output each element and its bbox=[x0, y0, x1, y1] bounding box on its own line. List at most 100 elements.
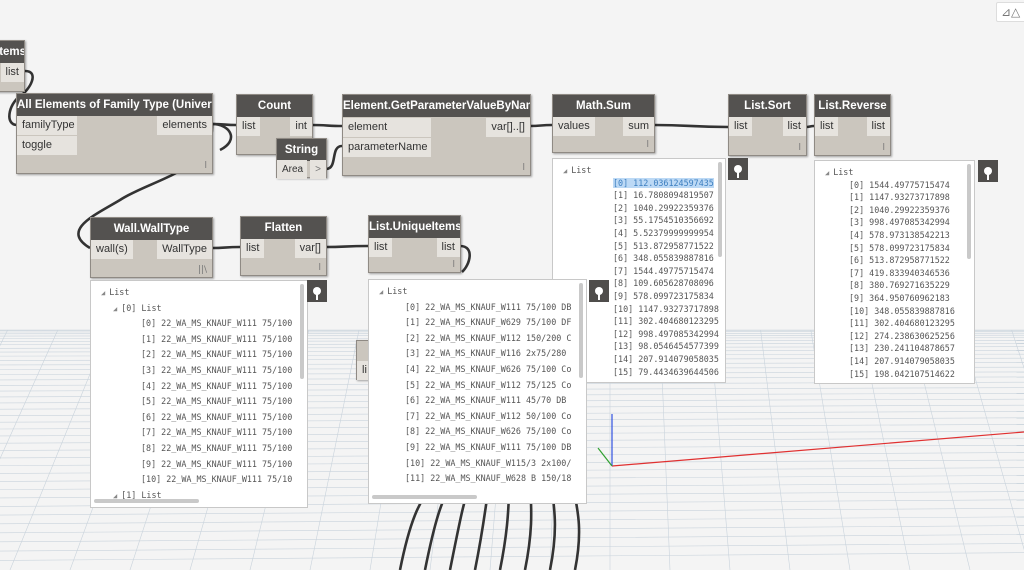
output-port-int[interactable]: int bbox=[290, 117, 312, 136]
output-port-var[interactable]: var[] bbox=[294, 239, 326, 258]
list-item[interactable]: [10] 348.055839887816 bbox=[849, 305, 955, 316]
output-port-list[interactable]: list bbox=[436, 238, 460, 257]
vertical-scrollbar[interactable] bbox=[300, 284, 304, 379]
node-list-sort[interactable]: List.Sort list list l bbox=[728, 94, 807, 156]
list-item[interactable]: [5] 513.872958771522 bbox=[613, 240, 714, 251]
output-port[interactable]: > bbox=[310, 160, 326, 179]
node-get-parameter-value-by-name[interactable]: Element.GetParameterValueByName element … bbox=[342, 94, 531, 176]
tree-sublist[interactable]: ◢[0] List bbox=[113, 302, 162, 313]
tree-root[interactable]: ◢List bbox=[101, 287, 130, 297]
list-item[interactable]: [14] 207.914079058035 bbox=[849, 356, 955, 366]
list-item[interactable]: [9] 22_WA_MS_KNAUF_W111 75/100 bbox=[141, 458, 293, 469]
list-item[interactable]: [11] 22_WA_MS_KNAUF_W628 B 150/18 bbox=[405, 473, 572, 484]
list-item[interactable]: [0] 22_WA_MS_KNAUF_W111 75/100 DB bbox=[405, 301, 572, 312]
watch-panel-unique-items[interactable]: ◢List [0] 22_WA_MS_KNAUF_W111 75/100 DB [1… bbox=[368, 279, 587, 504]
list-item[interactable]: [4] 5.52379999999954 bbox=[613, 228, 714, 238]
list-item[interactable]: [11] 302.404680123295 bbox=[849, 318, 955, 329]
tree-root[interactable]: ◢List bbox=[563, 165, 592, 175]
output-port-var[interactable]: var[]..[] bbox=[486, 118, 530, 137]
list-item[interactable]: [12] 274.238630625256 bbox=[849, 330, 955, 341]
list-item[interactable]: [13] 98.0546454577399 bbox=[613, 341, 719, 352]
node-wall-walltype[interactable]: Wall.WallType wall(s) WallType ||\ bbox=[90, 217, 213, 278]
input-port-values[interactable]: values bbox=[553, 117, 595, 136]
input-port-parametername[interactable]: parameterName bbox=[343, 138, 431, 157]
list-item[interactable]: [10] 22_WA_MS_KNAUF_W111 75/10 bbox=[141, 474, 293, 485]
list-item[interactable]: [3] 55.1754510356692 bbox=[613, 215, 714, 226]
vertical-scrollbar[interactable] bbox=[579, 283, 583, 378]
list-item[interactable]: [6] 513.872958771522 bbox=[849, 255, 950, 266]
list-item[interactable]: [3] 998.497085342994 bbox=[849, 217, 950, 228]
list-item[interactable]: [7] 419.833940346536 bbox=[849, 267, 950, 278]
list-item[interactable]: [0] 112.036124597435 bbox=[613, 177, 714, 188]
input-port-list[interactable]: list bbox=[369, 238, 393, 257]
list-item[interactable]: [8] 380.769271635229 bbox=[849, 280, 950, 291]
watch-panel-walltype[interactable]: ◢List ◢[0] List [0] 22_WA_MS_KNAUF_W111 75… bbox=[90, 280, 308, 508]
list-item[interactable]: [0] 1544.49775715474 bbox=[849, 179, 950, 190]
horizontal-scrollbar[interactable] bbox=[372, 495, 477, 499]
list-item[interactable]: [6] 22_WA_MS_KNAUF_W111 75/100 bbox=[141, 411, 293, 422]
list-item[interactable]: [5] 22_WA_MS_KNAUF_W111 75/100 bbox=[141, 396, 293, 407]
list-item[interactable]: [14] 207.914079058035 bbox=[613, 354, 719, 364]
list-item[interactable]: [3] 22_WA_MS_KNAUF_W111 75/100 bbox=[141, 365, 293, 375]
input-port-element[interactable]: element bbox=[343, 118, 431, 137]
list-item[interactable]: [5] 22_WA_MS_KNAUF_W112 75/125 Co bbox=[405, 379, 572, 390]
list-item[interactable]: [7] 1544.49775715474 bbox=[613, 265, 714, 276]
node-list-items-partial[interactable]: Items list bbox=[0, 40, 25, 92]
list-item[interactable]: [9] 364.950760962183 bbox=[849, 293, 950, 303]
list-item[interactable]: [7] 22_WA_MS_KNAUF_W111 75/100 bbox=[141, 427, 293, 438]
list-item[interactable]: [8] 109.605628708096 bbox=[613, 278, 714, 289]
input-port-familytype[interactable]: familyType bbox=[17, 116, 77, 135]
list-item[interactable]: [4] 578.973138542213 bbox=[849, 230, 950, 240]
node-flatten[interactable]: Flatten list var[] l bbox=[240, 216, 327, 276]
output-port-list[interactable]: list bbox=[866, 117, 890, 136]
list-item[interactable]: [0] 22_WA_MS_KNAUF_W111 75/100 bbox=[141, 318, 293, 329]
node-all-elements-of-family-type[interactable]: All Elements of Family Type (Universal) … bbox=[16, 93, 213, 174]
horizontal-scrollbar[interactable] bbox=[94, 499, 199, 503]
input-port-walls[interactable]: wall(s) bbox=[91, 240, 133, 259]
list-item[interactable]: [3] 22_WA_MS_KNAUF_W116 2x75/280 bbox=[405, 348, 567, 359]
watch-panel-list-reverse[interactable]: ◢List [0] 1544.49775715474 [1] 1147.932737… bbox=[814, 160, 975, 384]
list-item[interactable]: [4] 22_WA_MS_KNAUF_W626 75/100 Co bbox=[405, 364, 572, 374]
output-port-sum[interactable]: sum bbox=[623, 117, 654, 136]
tree-next-sublist[interactable]: ◢[1] List bbox=[113, 489, 162, 500]
tree-root[interactable]: ◢List bbox=[825, 167, 854, 177]
node-count[interactable]: Count list int bbox=[236, 94, 313, 155]
list-item[interactable]: [4] 22_WA_MS_KNAUF_W111 75/100 bbox=[141, 380, 293, 391]
list-item[interactable]: [10] 22_WA_MS_KNAUF_W115/3 2x100/ bbox=[405, 457, 572, 468]
pin-button-list-reverse[interactable] bbox=[978, 160, 998, 182]
list-item[interactable]: [6] 22_WA_MS_KNAUF_W111 45/70 DB bbox=[405, 395, 567, 406]
vertical-scrollbar[interactable] bbox=[967, 164, 971, 259]
list-item[interactable]: [1] 22_WA_MS_KNAUF_W629 75/100 DF bbox=[405, 317, 572, 328]
string-value-field[interactable]: Area bbox=[277, 160, 307, 179]
list-item[interactable]: [9] 22_WA_MS_KNAUF_W111 75/100 DB bbox=[405, 442, 572, 452]
output-port-list[interactable]: list bbox=[782, 117, 806, 136]
pin-button-unique-items[interactable] bbox=[589, 280, 609, 302]
output-port-walltype[interactable]: WallType bbox=[157, 240, 212, 259]
list-item[interactable]: [12] 998.497085342994 bbox=[613, 328, 719, 339]
list-item[interactable]: [2] 22_WA_MS_KNAUF_W111 75/100 bbox=[141, 349, 293, 360]
view-toggle-button[interactable]: ⊿△ bbox=[996, 2, 1024, 22]
list-item[interactable]: [15] 79.4434639644506 bbox=[613, 366, 719, 377]
list-item[interactable]: [8] 22_WA_MS_KNAUF_W111 75/100 bbox=[141, 443, 293, 453]
input-port-list[interactable]: list bbox=[815, 117, 839, 136]
node-math-sum[interactable]: Math.Sum values sum l bbox=[552, 94, 655, 153]
node-list-unique-items[interactable]: List.UniqueItems list list l bbox=[368, 215, 461, 273]
input-port-list[interactable]: list bbox=[241, 239, 265, 258]
pin-button-walltype[interactable] bbox=[307, 280, 327, 302]
list-item[interactable]: [1] 1147.93273717898 bbox=[849, 192, 950, 203]
input-port-list[interactable]: list bbox=[729, 117, 753, 136]
input-port-list[interactable]: list bbox=[237, 117, 261, 136]
list-item[interactable]: [7] 22_WA_MS_KNAUF_W112 50/100 Co bbox=[405, 410, 572, 421]
input-port-toggle[interactable]: toggle bbox=[17, 136, 77, 155]
list-item[interactable]: [2] 1040.29922359376 bbox=[613, 202, 714, 213]
pin-button-math-sum[interactable] bbox=[728, 158, 748, 180]
list-item[interactable]: [6] 348.055839887816 bbox=[613, 253, 714, 264]
list-item[interactable]: [9] 578.099723175834 bbox=[613, 291, 714, 301]
tree-root[interactable]: ◢List bbox=[379, 286, 408, 296]
node-string[interactable]: String Area > bbox=[276, 138, 327, 179]
list-item[interactable]: [13] 230.241104878657 bbox=[849, 343, 955, 354]
list-item[interactable]: [10] 1147.93273717898 bbox=[613, 303, 719, 314]
output-port-elements[interactable]: elements bbox=[157, 116, 212, 135]
list-item[interactable]: [5] 578.099723175834 bbox=[849, 242, 950, 253]
list-item[interactable]: [2] 1040.29922359376 bbox=[849, 204, 950, 215]
